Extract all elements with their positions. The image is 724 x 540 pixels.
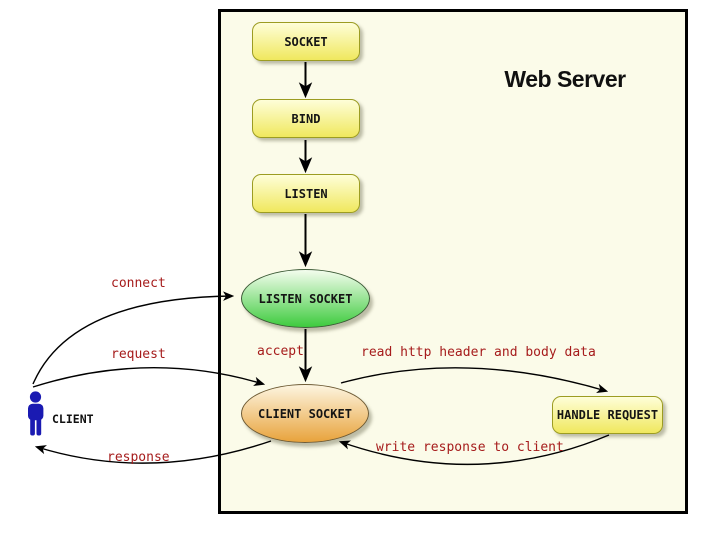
diagram-title: Web Server: [504, 66, 626, 92]
node-handle-request-label: HANDLE REQUEST: [556, 408, 659, 422]
node-bind: BIND: [252, 99, 360, 138]
edge-label-read-http: read http header and body data: [361, 345, 596, 360]
node-handle-request: HANDLE REQUEST: [552, 396, 663, 434]
arrow-connect: [32, 291, 235, 385]
node-bind-label: BIND: [291, 111, 321, 126]
node-listen-socket: LISTEN SOCKET: [241, 269, 370, 328]
node-listen-socket-label: LISTEN SOCKET: [258, 291, 353, 306]
client-actor-label: CLIENT: [52, 412, 94, 426]
edge-label-write-response: write response to client: [376, 440, 564, 455]
client-actor-icon: [28, 391, 44, 436]
edge-label-request: request: [111, 347, 166, 362]
node-socket: SOCKET: [252, 22, 360, 61]
node-client-socket-label: CLIENT SOCKET: [258, 406, 352, 421]
edge-label-connect: connect: [111, 276, 166, 291]
node-client-socket: CLIENT SOCKET: [241, 384, 369, 443]
edge-label-response: response: [107, 450, 170, 465]
edge-label-accept: accept: [257, 344, 304, 359]
node-socket-label: SOCKET: [284, 34, 328, 49]
node-listen: LISTEN: [252, 174, 360, 213]
node-listen-label: LISTEN: [284, 186, 328, 201]
